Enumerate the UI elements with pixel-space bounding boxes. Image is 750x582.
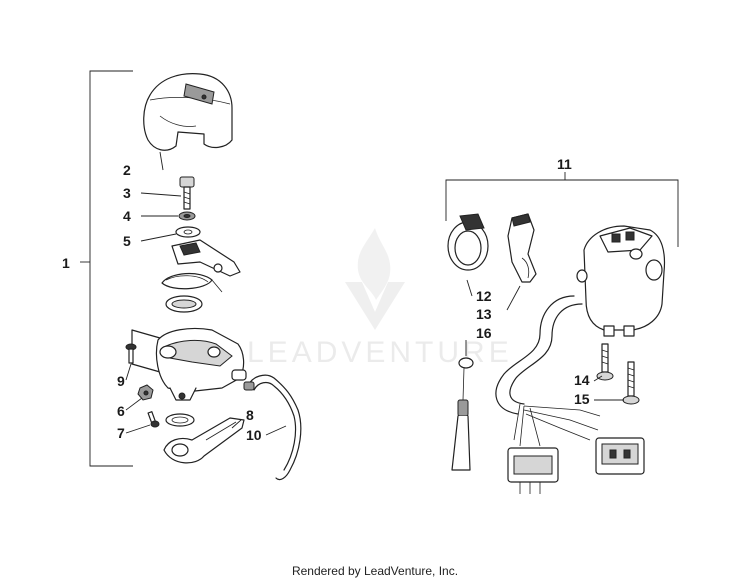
throttle-housing <box>131 327 247 401</box>
callout-4: 4 <box>123 208 131 224</box>
connector-left <box>507 447 559 494</box>
part-2-cover <box>143 73 233 151</box>
callout-2: 2 <box>123 162 131 178</box>
part-6-nut <box>137 384 154 401</box>
part-15-screw <box>622 361 640 405</box>
callout-12: 12 <box>476 288 492 304</box>
callout-5: 5 <box>123 233 131 249</box>
callout-8: 8 <box>246 407 254 423</box>
throttle-lever <box>171 239 241 277</box>
lower-seal <box>165 413 195 427</box>
callout-7: 7 <box>117 425 125 441</box>
callout-3: 3 <box>123 185 131 201</box>
flame-logo-icon <box>357 228 391 300</box>
footer-credit: Rendered by LeadVenture, Inc. <box>291 564 459 578</box>
part-8-lower-lever <box>163 417 245 464</box>
part-7-screw <box>147 411 160 428</box>
callout-6: 6 <box>117 403 125 419</box>
wiring-harness <box>495 295 601 447</box>
switch-housing <box>576 225 666 337</box>
bracket-1 <box>80 70 133 467</box>
part-3-bolt <box>179 176 195 210</box>
part-5-washer <box>175 226 201 238</box>
part-13-lever <box>507 213 537 283</box>
callout-10: 10 <box>246 427 262 443</box>
part-12-clamp <box>447 213 489 271</box>
callout-14: 14 <box>574 372 590 388</box>
connector-right <box>595 437 645 475</box>
part-16-plug <box>451 357 474 471</box>
part-9-screw <box>125 343 137 364</box>
part-14-screw <box>596 343 614 381</box>
callout-11: 11 <box>557 156 572 172</box>
bracket-11 <box>445 172 679 247</box>
part-4-washer <box>178 211 196 221</box>
callout-9: 9 <box>117 373 125 389</box>
callout-16: 16 <box>476 325 492 341</box>
seal-ring <box>165 295 203 313</box>
v-logo-icon <box>345 282 405 330</box>
callout-15: 15 <box>574 391 590 407</box>
callout-13: 13 <box>476 306 492 322</box>
callout-1: 1 <box>62 255 70 271</box>
part-10-cable <box>243 374 302 481</box>
torsion-spring <box>161 273 223 293</box>
